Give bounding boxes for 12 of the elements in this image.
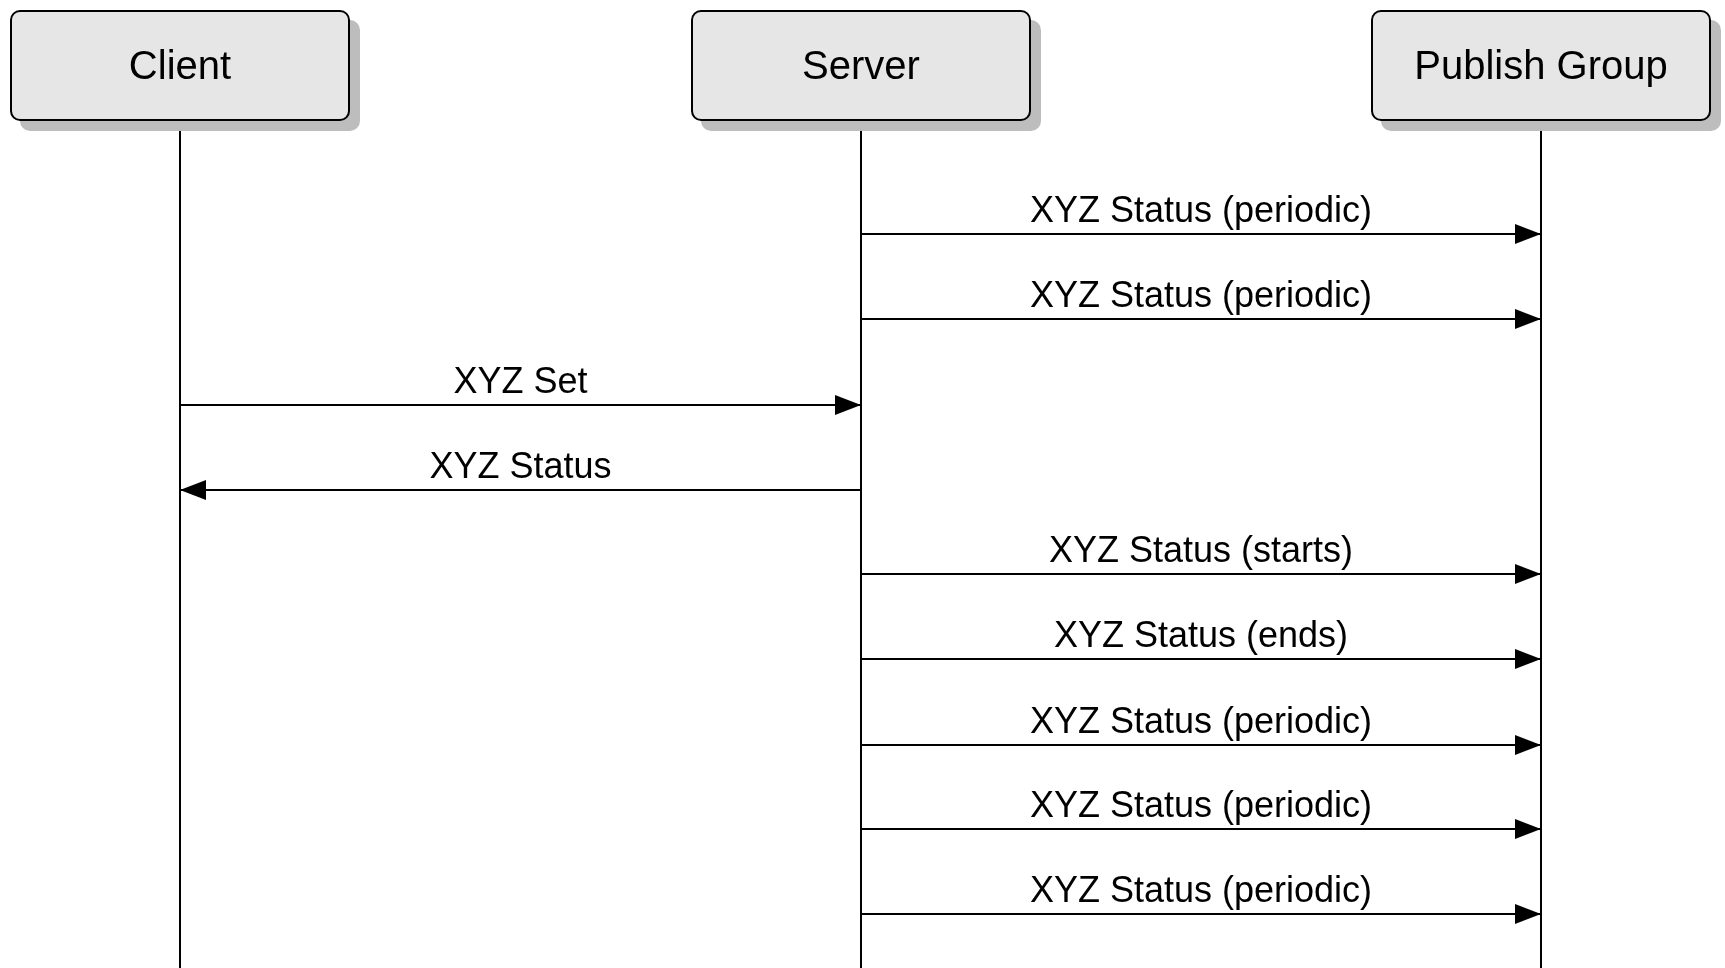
message-arrow (860, 309, 1542, 329)
message-arrow (860, 649, 1542, 669)
participant-name: Publish Group (1414, 43, 1668, 88)
message-arrow (179, 480, 862, 500)
message-arrow (860, 904, 1542, 924)
message-arrow (860, 735, 1542, 755)
participant-name: Client (128, 43, 232, 88)
message-arrow (860, 819, 1542, 839)
message-arrow (179, 395, 862, 415)
message-arrow (860, 224, 1542, 244)
message-arrow (860, 564, 1542, 584)
participant-name: Server (802, 43, 920, 88)
